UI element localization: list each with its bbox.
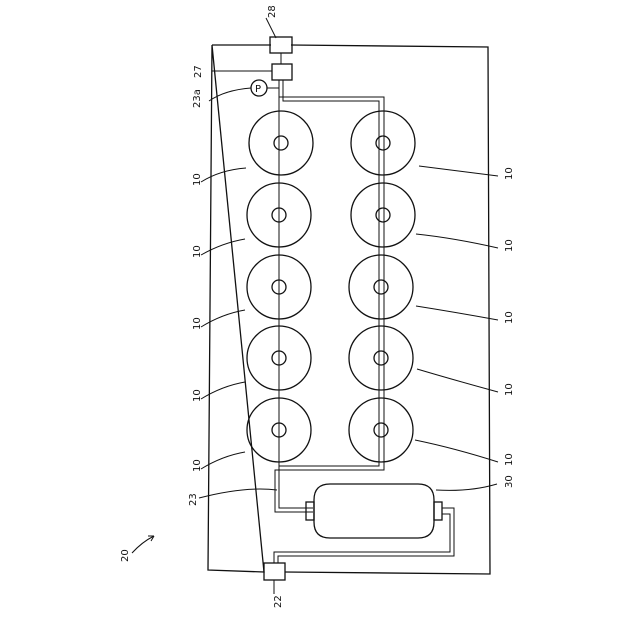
label-10-right-3: 10	[504, 311, 515, 324]
pipe-23	[275, 80, 384, 512]
label-28: 28	[267, 5, 278, 18]
label-10-left-5: 10	[192, 459, 203, 472]
pressure-gauge-label: P	[255, 84, 261, 95]
label-10-right-5: 10	[504, 453, 515, 466]
tank-30	[306, 484, 442, 538]
valve-block-27	[272, 64, 292, 80]
label-10-left-3: 10	[192, 317, 203, 330]
cylinder-right-1	[351, 111, 415, 175]
label-10-left-4: 10	[192, 389, 203, 402]
cylinder-left-1	[249, 111, 313, 175]
label-10-left-2: 10	[192, 245, 203, 258]
outlet-block-22	[264, 563, 285, 580]
label-27: 27	[193, 65, 204, 78]
label-30: 30	[504, 475, 515, 488]
label-23a: 23a	[192, 89, 203, 108]
cylinder-right-5	[349, 398, 413, 462]
label-10-right-4: 10	[504, 383, 515, 396]
label-20: 20	[120, 549, 131, 562]
label-10-left-1: 10	[192, 173, 203, 186]
cylinder-right-2	[351, 183, 415, 247]
outer-frame	[208, 45, 490, 574]
cylinder-right-4	[349, 326, 413, 390]
label-23: 23	[188, 493, 199, 506]
cylinder-right-3	[349, 255, 413, 319]
label-10-right-1: 10	[504, 167, 515, 180]
label-10-right-2: 10	[504, 239, 515, 252]
cap-block-28	[270, 37, 292, 53]
label-22: 22	[273, 595, 284, 608]
